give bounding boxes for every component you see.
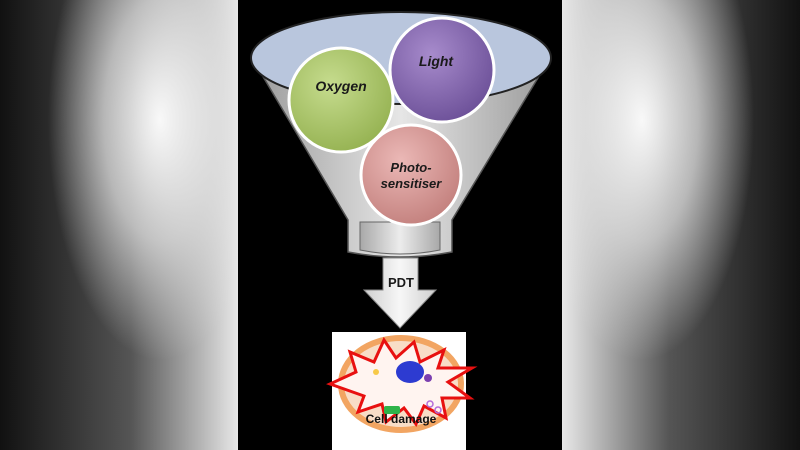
pdt-arrow: PDT bbox=[362, 257, 438, 329]
funnel-spout bbox=[359, 221, 441, 255]
cell-damage-illustration: Cell damage bbox=[326, 332, 478, 450]
cell-nucleus bbox=[396, 361, 424, 383]
oxygen-label: Oxygen bbox=[315, 78, 366, 94]
light-input: Light bbox=[388, 16, 496, 124]
organelle-yellow bbox=[373, 369, 379, 375]
oxygen-input: Oxygen bbox=[287, 46, 395, 154]
light-label: Light bbox=[419, 53, 455, 69]
diagram-stage: Oxygen Light Photo- sensitiser PDT bbox=[238, 0, 562, 450]
cell-damage-label: Cell damage bbox=[366, 412, 437, 426]
photosensitiser-label-line1: Photo- bbox=[390, 160, 431, 175]
damage-burst bbox=[326, 336, 478, 427]
left-blurred-background bbox=[0, 0, 238, 450]
photosensitiser-input: Photo- sensitiser bbox=[359, 123, 463, 227]
photosensitiser-label-line2: sensitiser bbox=[381, 176, 443, 191]
right-blurred-background bbox=[562, 0, 800, 450]
organelle-green bbox=[384, 406, 400, 414]
organelle-vesicle bbox=[426, 400, 434, 408]
pdt-label: PDT bbox=[388, 275, 414, 290]
pdt-diagram: Oxygen Light Photo- sensitiser PDT bbox=[250, 11, 552, 450]
organelle-purple bbox=[424, 374, 432, 382]
organelle-vesicle bbox=[434, 406, 442, 414]
